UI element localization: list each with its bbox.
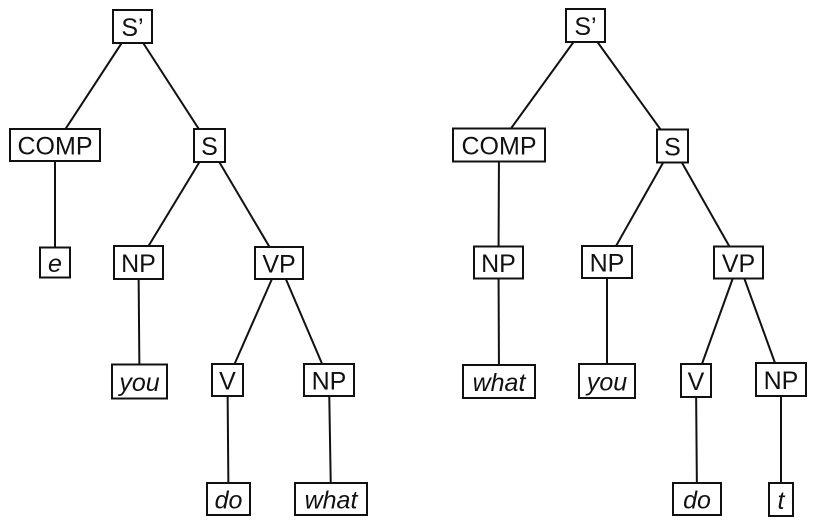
tree-edge-v-do	[695, 380, 698, 500]
tree-node-label-do: do	[215, 487, 243, 515]
tree-node-label-comp: COMP	[18, 133, 93, 161]
tree-node-box-comp	[452, 127, 546, 163]
tree-node-label-e: e	[48, 250, 62, 278]
tree-edge-sbar-comp	[54, 25, 134, 146]
tree-edge-np-comp-what	[497, 262, 500, 382]
tree-node-label-sbar: S’	[574, 13, 596, 41]
tree-node-box-do	[672, 482, 722, 516]
tree-edge-s-np-subj	[137, 144, 211, 264]
tree-node-label-np-obj: NP	[764, 367, 799, 395]
tree-node-box-s	[656, 128, 689, 164]
tree-node-box-comp	[9, 128, 101, 162]
tree-node-label-s: S	[201, 133, 218, 161]
tree-node-label-what: what	[305, 487, 359, 515]
tree-edge-vp-v	[226, 262, 280, 381]
tree-node-box-sbar	[565, 8, 606, 43]
tree-node-label-sbar: S’	[121, 14, 143, 42]
tree-edge-np-obj-what	[328, 379, 332, 500]
tree-node-label-v: V	[219, 368, 236, 396]
tree-node-label-t: t	[778, 487, 786, 515]
tree-node-box-you	[111, 363, 168, 400]
tree-node-label-np-obj: NP	[312, 368, 347, 396]
tree-edge-s-vp	[671, 145, 740, 263]
tree-node-box-what	[294, 482, 368, 516]
tree-node-label-you: you	[585, 369, 627, 397]
tree-node-label-comp: COMP	[462, 133, 537, 161]
tree-node-box-t	[768, 482, 794, 517]
tree-edge-vp-np-obj	[737, 262, 782, 380]
tree-edge-vp-np-obj	[278, 262, 330, 381]
tree-node-label-np-subj: NP	[121, 250, 156, 278]
tree-node-box-vp	[713, 245, 764, 280]
tree-node-box-what	[462, 364, 536, 399]
tree-node-label-you: you	[117, 369, 159, 397]
tree-node-label-vp: VP	[262, 251, 295, 279]
tree-node-box-np-comp	[473, 245, 524, 280]
tree-edge-sbar-s	[584, 24, 674, 147]
tree-edge-sbar-s	[131, 25, 211, 147]
tree-edge-s-np-subj	[606, 145, 674, 263]
tree-edge-np-subj-you	[137, 262, 141, 382]
tree-edge-sbar-comp	[498, 24, 587, 146]
tree-node-box-you	[578, 363, 636, 399]
tree-node-label-v: V	[688, 368, 705, 396]
tree-node-box-np-subj	[113, 245, 164, 280]
tree-node-label-vp: VP	[722, 250, 755, 278]
tree-node-label-np-comp: NP	[481, 250, 516, 278]
tree-node-label-do: do	[683, 487, 711, 515]
tree-node-box-sbar	[112, 9, 153, 44]
tree-edge-v-do	[226, 379, 230, 500]
tree-node-box-v	[680, 363, 712, 398]
tree-node-box-np-obj	[303, 363, 355, 397]
tree-edge-s-vp	[208, 144, 280, 264]
tree-node-label-s: S	[664, 134, 681, 162]
tree-edge-vp-v	[695, 262, 740, 381]
tree-node-box-vp	[254, 246, 304, 280]
tree-node-label-what: what	[473, 369, 527, 397]
tree-node-box-s	[193, 128, 226, 163]
tree-node-box-e	[39, 246, 71, 279]
tree-node-box-v	[211, 363, 244, 397]
tree-node-box-do	[206, 482, 251, 516]
tree-node-box-np-subj	[581, 245, 633, 279]
syntax-tree-right: S’ COMP S NP NP VP what you V NP do t	[452, 8, 807, 517]
tree-edge-comp-np-comp	[497, 144, 500, 263]
tree-node-box-np-obj	[755, 362, 807, 397]
tree-node-label-np-subj: NP	[590, 250, 625, 278]
